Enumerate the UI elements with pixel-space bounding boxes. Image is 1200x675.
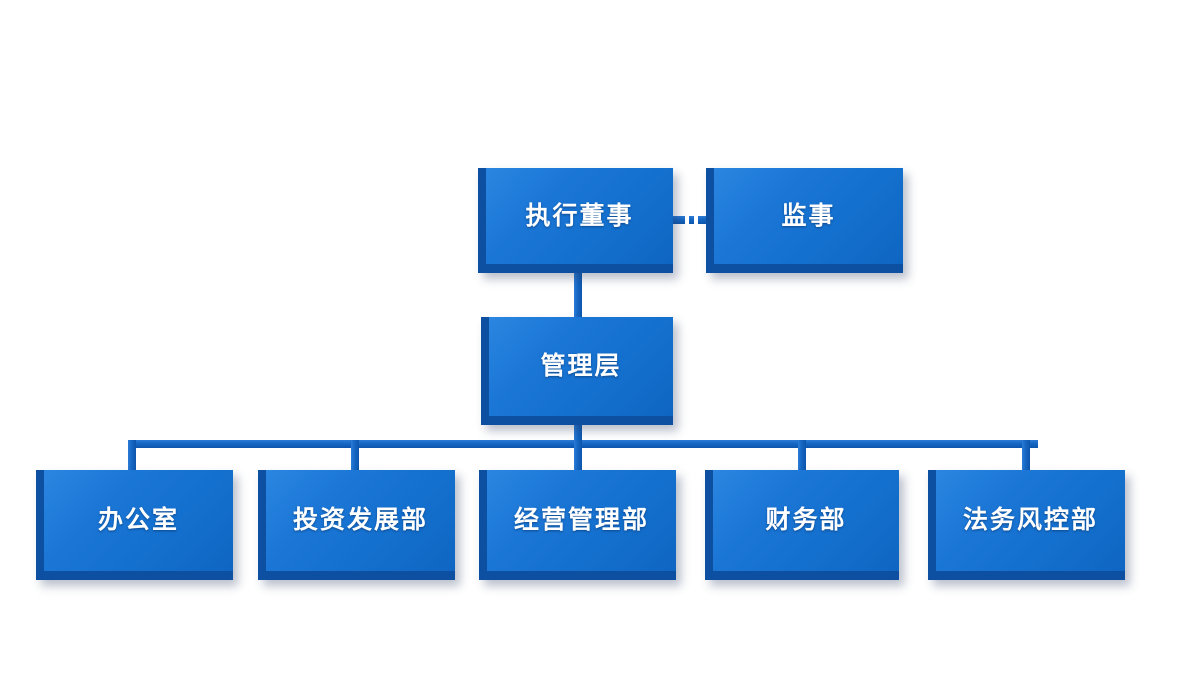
connector-drop-legal-risk-control [1022,440,1030,472]
node-management[interactable]: 管理层 [481,317,673,425]
node-investment-development[interactable]: 投资发展部 [258,470,455,580]
node-label-operations-management: 经营管理部 [513,506,649,534]
node-operations-management[interactable]: 经营管理部 [479,470,676,580]
dash-segment [698,216,710,224]
node-legal-risk-control[interactable]: 法务风控部 [928,470,1125,580]
node-label-finance: 财务部 [765,506,847,534]
node-label-office: 办公室 [97,506,179,534]
connector-drop-operations-management [574,440,582,472]
node-label-legal-risk-control: 法务风控部 [962,506,1098,534]
dash-segment [673,216,685,224]
node-label-executive-director: 执行董事 [525,201,634,230]
connector-executive-director-down [574,272,582,320]
connector-drop-investment-development [351,440,359,472]
node-executive-director[interactable]: 执行董事 [478,168,673,273]
node-supervisor[interactable]: 监事 [706,168,903,273]
node-office[interactable]: 办公室 [36,470,233,580]
connector-department-bus [128,440,1038,448]
connector-management-down [574,424,582,448]
connector-executive-director-to-supervisor [673,216,710,224]
node-label-supervisor: 监事 [781,201,836,230]
connector-drop-finance [798,440,806,472]
dot-segment [689,216,694,224]
connector-drop-office [128,440,136,472]
node-label-investment-development: 投资发展部 [292,506,428,534]
node-label-management: 管理层 [540,352,622,380]
node-finance[interactable]: 财务部 [705,470,899,580]
